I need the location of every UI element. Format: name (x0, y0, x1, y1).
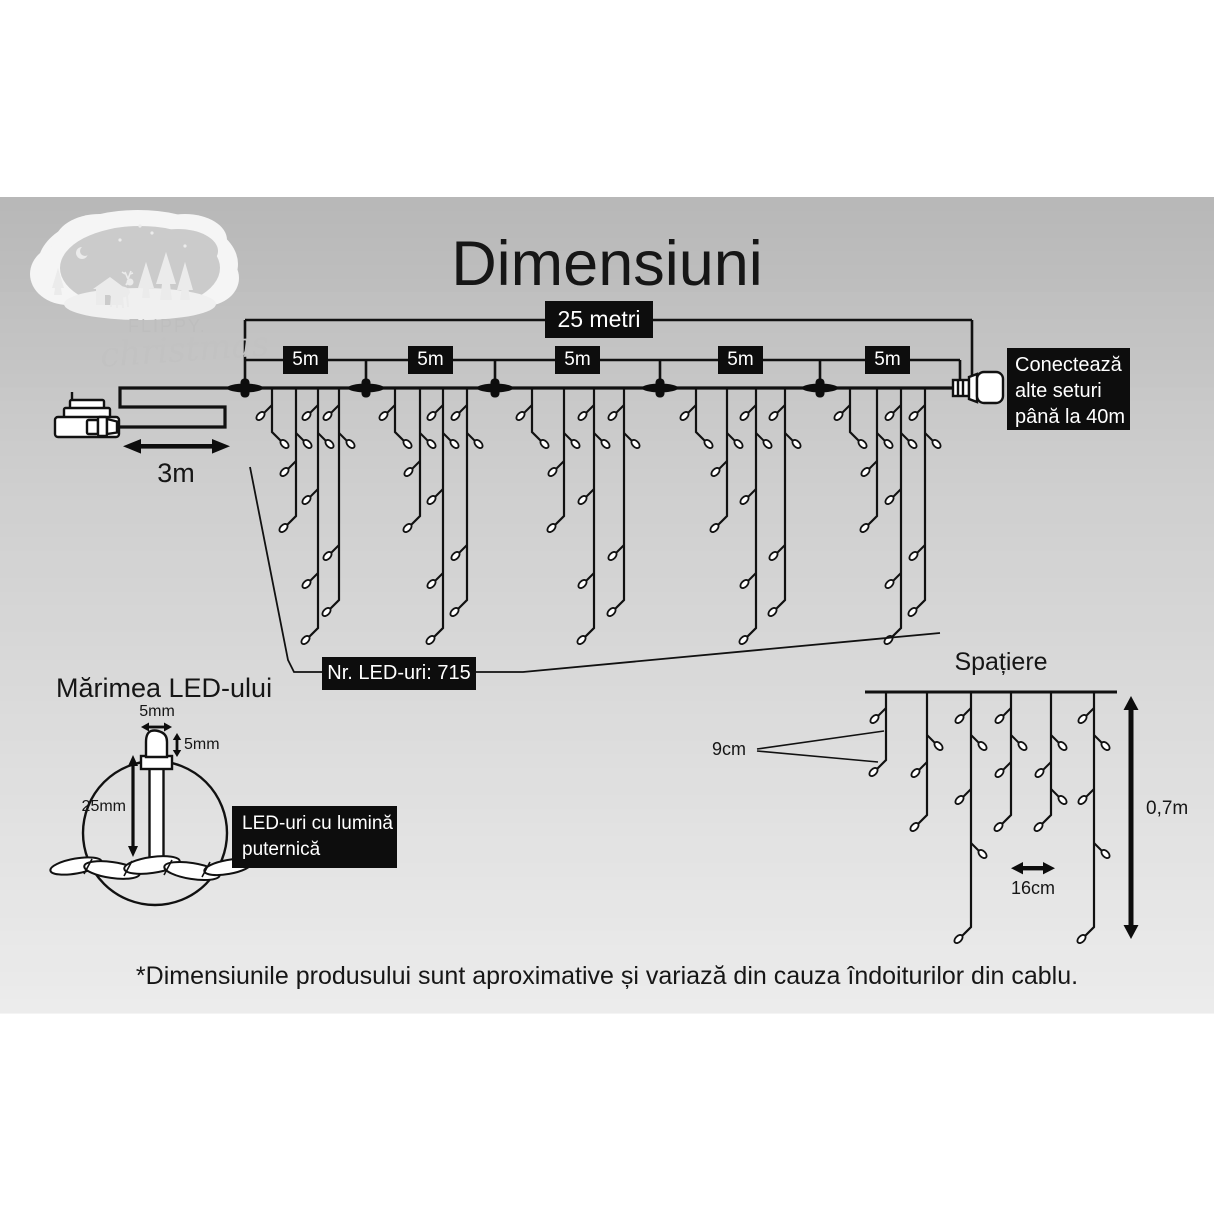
connect-note-box: Conectează alte seturi până la 40m (1007, 348, 1130, 430)
segment-badge-1: 5m (283, 346, 328, 374)
lead-length-label: 3m (157, 458, 195, 488)
segment-line (245, 358, 962, 388)
total-length-bracket (243, 318, 974, 388)
icicle-drops (255, 388, 942, 645)
led-gap-pointers (756, 730, 885, 763)
led-note-box: LED-uri cu lumină puternică (232, 806, 397, 868)
wire-connectors (227, 378, 838, 398)
twisted-wire (49, 855, 253, 882)
spacing-title: Spațiere (954, 648, 1048, 676)
led-length-label: 25mm (81, 798, 126, 815)
drop-length-label: 0,7m (1146, 798, 1189, 819)
logo-brand: FLIPPY. (128, 316, 207, 336)
page-title: Dimensiuni (451, 229, 763, 299)
spacing-drops (868, 692, 1111, 944)
lead-length-arrow (123, 439, 230, 454)
led-note-line2: puternică (242, 839, 321, 860)
end-socket-icon (951, 370, 1005, 405)
drop-length-arrow (1123, 696, 1139, 939)
led-count-badge: Nr. LED-uri: 715 (322, 657, 476, 690)
spacing-diagram (756, 690, 1139, 944)
connect-note-line1: Conectează (1015, 354, 1122, 376)
segment-badge-2: 5m (408, 346, 453, 374)
led-width-label: 5mm (139, 703, 175, 720)
segment-badge-5: 5m (865, 346, 910, 374)
logo-cloud (30, 210, 239, 320)
connect-note-line2: alte seturi (1015, 380, 1102, 402)
led-height-label: 5mm (184, 736, 220, 753)
segment-badge-3: 5m (555, 346, 600, 374)
footnote: *Dimensiunile produsului sunt aproximati… (135, 962, 1079, 990)
dimension-arrows (128, 722, 182, 857)
led-note-line1: LED-uri cu lumină (242, 813, 393, 834)
segment-badge-4: 5m (718, 346, 763, 374)
led-size-title: Mărimea LED-ului (56, 673, 273, 703)
drop-gap-label: 16cm (1010, 878, 1055, 898)
led-gap-label: 9cm (712, 739, 747, 759)
total-length-badge: 25 metri (545, 301, 653, 338)
connect-note-line3: până la 40m (1015, 406, 1126, 428)
power-plug-icon (53, 392, 121, 439)
drop-gap-arrow (1011, 862, 1055, 875)
led-size-figure (49, 722, 253, 907)
led-count-pointers (249, 466, 941, 673)
